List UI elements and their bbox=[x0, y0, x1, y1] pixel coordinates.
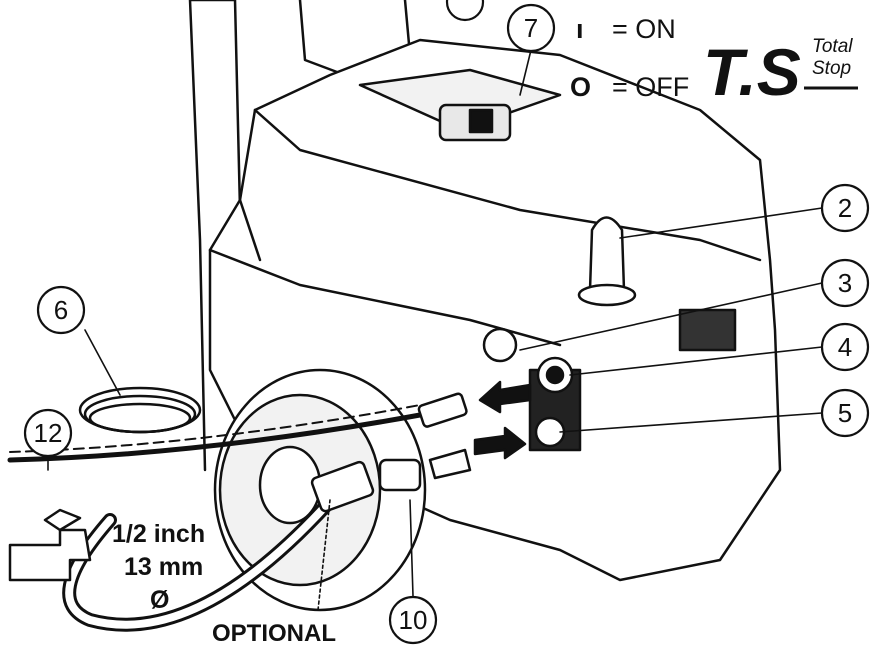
callout-10: 10 bbox=[388, 595, 438, 645]
callout-10-label: 10 bbox=[399, 605, 428, 635]
arrow-out bbox=[478, 380, 532, 414]
legend-off-text: = OFF bbox=[612, 72, 690, 102]
callout-4-label: 4 bbox=[838, 332, 852, 362]
frame-handle bbox=[188, 0, 242, 472]
legend-on-symbol: ı bbox=[576, 14, 584, 44]
callout-6-label: 6 bbox=[54, 295, 68, 325]
svg-text:Stop: Stop bbox=[812, 58, 851, 79]
high-pressure-hose bbox=[7, 412, 423, 463]
callout-2: 2 bbox=[820, 183, 870, 233]
optional-label: OPTIONAL bbox=[212, 620, 336, 647]
callout-7-label: 7 bbox=[524, 13, 538, 43]
callout-7: 7 bbox=[506, 3, 556, 53]
legend-on-text: = ON bbox=[612, 14, 676, 44]
callout-5: 5 bbox=[820, 388, 870, 438]
callout-3-label: 3 bbox=[838, 268, 852, 298]
callout-6: 6 bbox=[36, 285, 86, 335]
callout-2-label: 2 bbox=[838, 193, 852, 223]
tap-size-line1: 1/2 inch bbox=[112, 520, 206, 548]
legend-off-symbol: O bbox=[570, 72, 592, 102]
callout-12-label: 12 bbox=[34, 418, 63, 448]
svg-text:T.S: T.S bbox=[703, 35, 801, 109]
callout-12: 12 bbox=[23, 408, 73, 458]
water-tap bbox=[8, 528, 92, 582]
top-panel bbox=[358, 68, 562, 132]
callout-partial bbox=[445, 0, 485, 22]
tap-size-line2: 13 mm bbox=[124, 553, 204, 581]
callout-3: 3 bbox=[820, 258, 870, 308]
svg-text:Total: Total bbox=[812, 36, 853, 57]
tap-size-line3: Ø bbox=[150, 586, 170, 614]
callout-4: 4 bbox=[820, 322, 870, 372]
total-stop-logo: T.S Total Stop bbox=[703, 35, 858, 109]
inlet-coupling bbox=[378, 458, 422, 492]
callout-5-label: 5 bbox=[838, 398, 852, 428]
arrow-in bbox=[473, 426, 527, 460]
